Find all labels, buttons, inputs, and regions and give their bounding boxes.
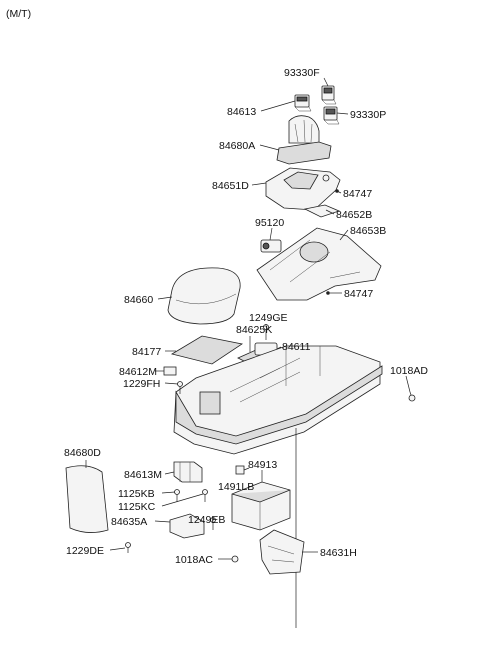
switch-93330f xyxy=(321,85,337,105)
switch-84613 xyxy=(294,94,312,112)
part-labels: 93330F 84613 93330P 84680A 84651D 84747 … xyxy=(64,67,428,566)
armrest-lid-84660 xyxy=(167,267,241,325)
label-84635a: 84635A xyxy=(111,516,147,528)
label-84177: 84177 xyxy=(132,346,161,358)
screw-84747-bottom xyxy=(326,291,330,295)
connector-95120 xyxy=(260,239,282,253)
screw-1125kb xyxy=(174,489,180,502)
label-93330p: 93330P xyxy=(350,109,386,121)
label-84611: 84611 xyxy=(282,341,311,353)
bracket-84635a xyxy=(169,513,205,539)
label-95120: 95120 xyxy=(255,217,284,229)
leader-lines xyxy=(85,77,411,560)
label-1249ge: 1249GE xyxy=(249,312,288,324)
label-84660: 84660 xyxy=(124,294,153,306)
bracket-84631h-detail xyxy=(267,545,295,563)
bracket-84631h xyxy=(259,529,305,575)
label-1125kc: 1125KC xyxy=(118,501,156,513)
screw-1229de xyxy=(125,542,131,553)
label-84747-top: 84747 xyxy=(343,188,372,200)
switch-93330p xyxy=(323,106,340,125)
label-84652b: 84652B xyxy=(336,209,372,221)
screw-1018ac xyxy=(231,555,239,563)
label-84653b: 84653B xyxy=(350,225,386,237)
variant-label: (M/T) xyxy=(6,8,31,20)
label-84625k: 84625K xyxy=(236,324,272,336)
label-84913: 84913 xyxy=(248,459,277,471)
pad-84177 xyxy=(170,335,244,365)
label-1125kb: 1125KB xyxy=(118,488,155,500)
label-84747-bottom: 84747 xyxy=(344,288,373,300)
label-84631h: 84631H xyxy=(320,547,357,559)
label-84613m: 84613M xyxy=(124,469,162,481)
screw-1125kc xyxy=(202,489,208,502)
label-1249eb: 1249EB xyxy=(188,514,225,526)
label-84680a: 84680A xyxy=(219,140,255,152)
label-1491lb: 1491LB xyxy=(218,481,254,493)
console-body xyxy=(173,345,383,628)
bracket-84613m xyxy=(173,461,203,483)
side-cover-84680d xyxy=(65,465,109,533)
screw-1018ad xyxy=(408,391,416,402)
bezel-84651d xyxy=(265,167,341,211)
pad-84652b xyxy=(303,204,341,218)
label-93330f: 93330F xyxy=(284,67,320,79)
label-1229fh: 1229FH xyxy=(123,378,160,390)
label-1018ac: 1018AC xyxy=(175,554,213,566)
label-84651d: 84651D xyxy=(212,180,249,192)
label-84680d: 84680D xyxy=(64,447,101,459)
shift-boot-84680a xyxy=(276,115,332,165)
label-1018ad: 1018AD xyxy=(390,365,428,377)
label-84613: 84613 xyxy=(227,106,256,118)
label-84612m: 84612M xyxy=(119,366,157,378)
label-1229de: 1229DE xyxy=(66,545,104,557)
upper-panel-84653b xyxy=(256,227,382,301)
clip-1491lb xyxy=(235,465,245,475)
bracket-84612m xyxy=(163,366,177,376)
